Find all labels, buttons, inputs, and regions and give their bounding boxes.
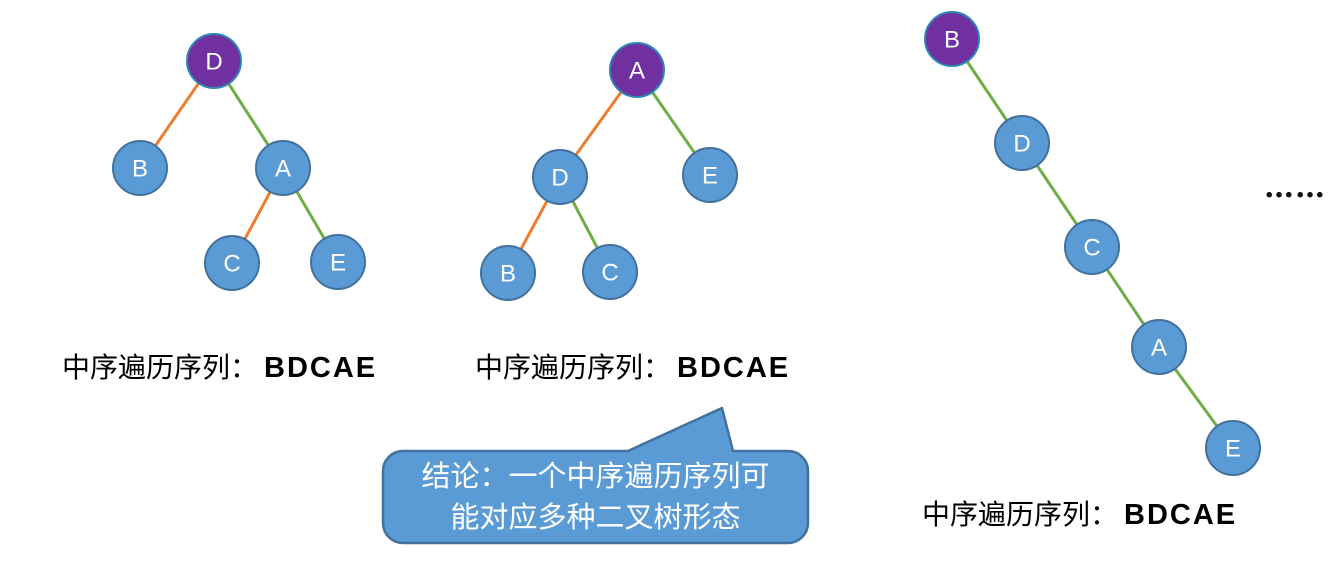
caption-tree-1-sequence: BDCAE bbox=[264, 352, 378, 384]
caption-tree-2: 中序遍历序列：BDCAE bbox=[475, 352, 790, 389]
node-tree-2-B bbox=[480, 245, 536, 301]
callout-bubble bbox=[381, 406, 810, 545]
caption-tree-2-label: 中序遍历序列： bbox=[475, 351, 672, 384]
caption-tree-3: 中序遍历序列：BDCAE bbox=[922, 499, 1237, 536]
more-trees-ellipsis: …… bbox=[1264, 170, 1326, 205]
node-label-tree-3-D: D bbox=[1013, 131, 1030, 158]
callout-text: 结论：一个中序遍历序列可 能对应多种二叉树形态 bbox=[383, 451, 808, 543]
node-label-tree-3-E: E bbox=[1225, 436, 1241, 463]
node-label-tree-3-C: C bbox=[1083, 235, 1100, 262]
node-tree-3-B-root bbox=[924, 11, 980, 67]
node-label-tree-3-B: B bbox=[944, 27, 960, 54]
node-tree-2-E bbox=[682, 147, 738, 203]
node-label-tree-2-B: B bbox=[500, 261, 516, 288]
node-tree-3-C bbox=[1064, 219, 1120, 275]
caption-tree-1: 中序遍历序列：BDCAE bbox=[62, 352, 377, 389]
caption-tree-2-sequence: BDCAE bbox=[677, 352, 791, 384]
callout-line-1: 结论：一个中序遍历序列可 bbox=[421, 459, 770, 493]
node-label-tree-1-B: B bbox=[132, 156, 148, 183]
caption-tree-3-label: 中序遍历序列： bbox=[922, 498, 1119, 531]
node-label-tree-3-A: A bbox=[1151, 335, 1167, 362]
node-tree-2-A-root bbox=[609, 42, 665, 98]
node-tree-3-E bbox=[1205, 420, 1261, 476]
node-tree-3-D bbox=[994, 115, 1050, 171]
node-tree-1-C bbox=[204, 235, 260, 291]
node-tree-3-A bbox=[1131, 319, 1187, 375]
node-label-tree-2-C: C bbox=[601, 260, 618, 287]
node-label-tree-1-E: E bbox=[330, 250, 346, 277]
node-label-tree-1-D: D bbox=[205, 49, 222, 76]
node-tree-1-A bbox=[255, 140, 311, 196]
node-label-tree-2-E: E bbox=[702, 163, 718, 190]
caption-tree-1-label: 中序遍历序列： bbox=[62, 351, 259, 384]
node-tree-2-C bbox=[582, 244, 638, 300]
node-tree-2-D bbox=[532, 149, 588, 205]
callout-line-2: 能对应多种二叉树形态 bbox=[450, 500, 741, 534]
node-label-tree-1-A: A bbox=[275, 156, 291, 183]
node-tree-1-D-root bbox=[186, 33, 242, 89]
node-label-tree-2-D: D bbox=[551, 165, 568, 192]
node-tree-1-B bbox=[112, 140, 168, 196]
node-tree-1-E bbox=[310, 234, 366, 290]
caption-tree-3-sequence: BDCAE bbox=[1124, 499, 1238, 531]
node-label-tree-2-A: A bbox=[629, 58, 645, 85]
node-label-tree-1-C: C bbox=[223, 251, 240, 278]
